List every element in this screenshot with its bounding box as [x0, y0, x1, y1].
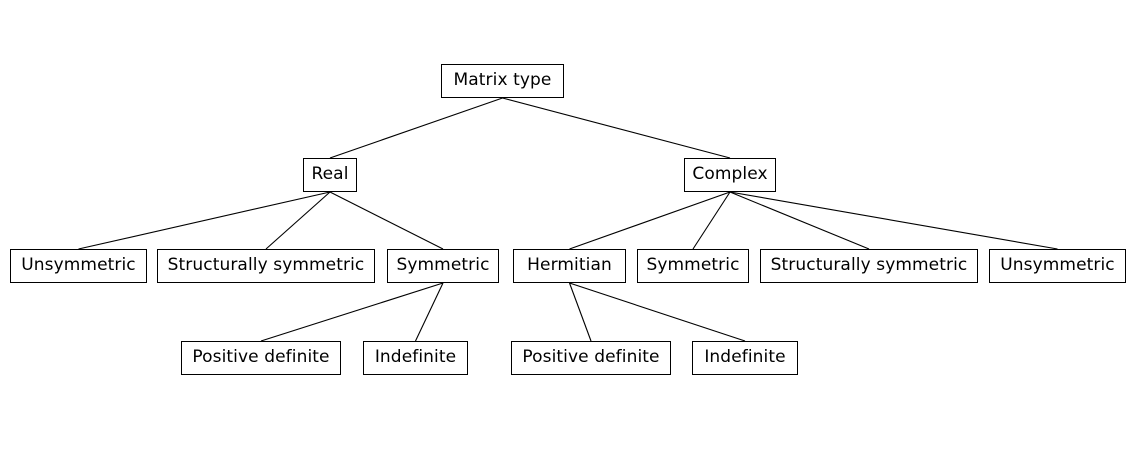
- node-real-symmetric: Symmetric: [387, 249, 499, 283]
- node-label-real-positive-definite: Positive definite: [192, 347, 330, 367]
- node-real-indefinite: Indefinite: [363, 341, 468, 375]
- edge-complex-to-complex-symmetric: [692, 191, 731, 250]
- node-matrix-type: Matrix type: [441, 64, 564, 98]
- edge-complex-to-complex-structurally-symmetric: [729, 191, 870, 250]
- node-label-real-indefinite: Indefinite: [374, 347, 457, 367]
- node-complex-symmetric: Symmetric: [637, 249, 749, 283]
- node-real-positive-definite: Positive definite: [181, 341, 341, 375]
- node-label-complex-symmetric: Symmetric: [646, 255, 740, 275]
- edge-complex-to-complex-hermitian: [569, 191, 731, 250]
- node-complex-unsymmetric: Unsymmetric: [989, 249, 1126, 283]
- node-label-real-unsymmetric: Unsymmetric: [21, 255, 136, 275]
- node-label-matrix-type: Matrix type: [453, 70, 552, 90]
- node-label-real-structurally-symmetric: Structurally symmetric: [167, 255, 365, 275]
- node-label-complex: Complex: [692, 164, 768, 184]
- edge-complex-hermitian-to-complex-positive-definite: [568, 282, 592, 342]
- node-label-real-symmetric: Symmetric: [396, 255, 490, 275]
- node-real-structurally-symmetric: Structurally symmetric: [157, 249, 375, 283]
- node-complex-structurally-symmetric: Structurally symmetric: [760, 249, 978, 283]
- node-complex: Complex: [684, 158, 776, 192]
- node-label-complex-indefinite: Indefinite: [704, 347, 786, 367]
- edge-matrix-type-to-complex: [502, 97, 731, 159]
- node-label-complex-structurally-symmetric: Structurally symmetric: [770, 255, 968, 275]
- edge-matrix-type-to-real: [329, 97, 503, 159]
- node-label-real: Real: [311, 164, 349, 184]
- edge-complex-to-complex-unsymmetric: [729, 191, 1058, 250]
- node-complex-hermitian: Hermitian: [513, 249, 626, 283]
- node-label-complex-hermitian: Hermitian: [527, 255, 612, 275]
- edge-real-to-real-structurally-symmetric: [265, 191, 331, 250]
- edge-real-to-real-unsymmetric: [78, 191, 331, 250]
- node-real: Real: [303, 158, 357, 192]
- edge-real-to-real-symmetric: [329, 191, 444, 250]
- edge-real-symmetric-to-real-positive-definite: [260, 282, 444, 342]
- node-real-unsymmetric: Unsymmetric: [10, 249, 147, 283]
- edge-complex-hermitian-to-complex-indefinite: [569, 282, 746, 342]
- edge-real-symmetric-to-real-indefinite: [415, 282, 444, 342]
- node-complex-positive-definite: Positive definite: [511, 341, 671, 375]
- node-complex-indefinite: Indefinite: [692, 341, 798, 375]
- node-label-complex-unsymmetric: Unsymmetric: [1000, 255, 1115, 275]
- node-label-complex-positive-definite: Positive definite: [522, 347, 660, 367]
